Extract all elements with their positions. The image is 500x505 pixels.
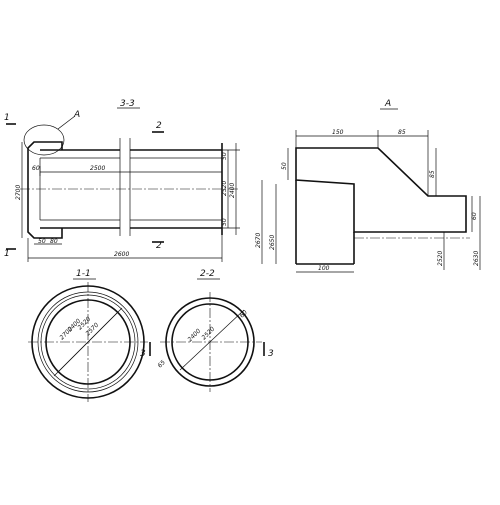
cut-3-marker-right: 3 <box>268 349 274 359</box>
dim-a-60: 60 <box>471 212 478 220</box>
view-section-1-1: 1-1 2700 2400 2520 2570 <box>28 269 148 402</box>
cut-2-marker-bottom: 2 <box>156 241 162 251</box>
dim-c2-2400: 2400 <box>186 328 202 344</box>
callout-a-label: A <box>73 110 80 120</box>
view-title-1-1: 1-1 <box>76 269 91 279</box>
dim-50-bot: 50 <box>221 218 228 226</box>
dim-a-2630: 2630 <box>473 251 480 266</box>
dim-80-bot: 80 <box>50 238 58 245</box>
view-detail-a: A 150 85 85 60 50 2670 2650 100 2520 <box>255 99 481 273</box>
dim-a-85-side: 85 <box>429 170 436 178</box>
diameter-leader <box>53 307 123 377</box>
dim-a-150: 150 <box>332 129 344 136</box>
dim-a-100: 100 <box>318 265 330 272</box>
dim-a-85-top: 85 <box>398 129 406 136</box>
dim-50-small: 50 <box>38 238 46 245</box>
socket-profile <box>295 147 467 233</box>
view-section-3-3: 3-3 A 1 1 2 2 <box>4 99 240 262</box>
dim-c2-60: 60 <box>238 309 248 319</box>
cut-1-marker-top: 1 <box>4 113 10 123</box>
dim-a-50: 50 <box>281 162 288 170</box>
dim-2700: 2700 <box>15 185 22 200</box>
detail-a-circle <box>23 124 65 156</box>
view-title-3-3: 3-3 <box>120 99 135 109</box>
dim-2500: 2500 <box>90 165 105 172</box>
cut-3-marker-left: 3 <box>140 349 146 359</box>
cut-1-marker-bottom: 1 <box>4 249 10 259</box>
dim-a-2670: 2670 <box>255 233 262 248</box>
dim-2600: 2600 <box>114 251 129 258</box>
dim-2400: 2400 <box>229 183 236 198</box>
view-section-2-2: 2-2 2400 2520 60 65 3 3 <box>140 269 274 392</box>
cut-2-marker-top: 2 <box>156 121 162 131</box>
dim-50-top: 50 <box>221 152 228 160</box>
callout-leader <box>57 115 76 130</box>
socket-bell-bottom <box>27 228 63 239</box>
dim-c2-2520: 2520 <box>200 326 216 342</box>
view-title-a: A <box>384 99 391 109</box>
dim-60-left: 60 <box>32 165 40 172</box>
dim-a-2520: 2520 <box>437 251 444 266</box>
diameter-leader <box>179 309 245 371</box>
dim-2520: 2520 <box>221 181 228 196</box>
socket-bell-top <box>27 141 63 150</box>
dim-a-2650: 2650 <box>269 235 276 250</box>
view-title-2-2: 2-2 <box>200 269 215 279</box>
dim-c2-65: 65 <box>156 359 166 369</box>
